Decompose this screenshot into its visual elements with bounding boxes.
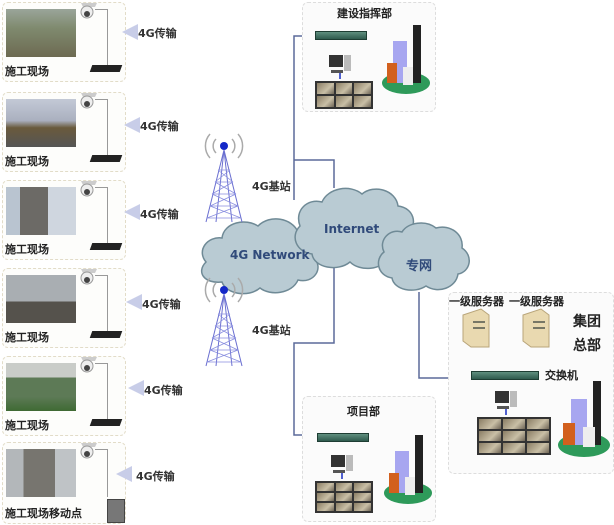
camera-icon xyxy=(77,267,99,289)
office-command: 建设指挥部 xyxy=(302,2,436,112)
server-icon xyxy=(461,307,491,353)
server-icon xyxy=(521,307,551,353)
cell-tower-bottom xyxy=(204,277,244,367)
site-label: 施工现场移动点 xyxy=(5,507,82,520)
office-project-title: 项目部 xyxy=(347,405,380,418)
video-wall-icon xyxy=(477,417,551,455)
site-mobile: 施工现场移动点 xyxy=(2,442,126,524)
signal-wave-icon xyxy=(120,202,142,222)
site-link-label: 4G传输 xyxy=(140,120,179,133)
router-icon xyxy=(89,419,123,426)
site-5: 施工现场 xyxy=(2,356,126,436)
camera-icon xyxy=(77,1,99,23)
office-project: 项目部 xyxy=(302,396,436,522)
site-2: 施工现场 xyxy=(2,92,126,172)
server-2-label: 一级服务器 xyxy=(509,295,564,308)
cell-tower-top xyxy=(204,133,244,223)
camera-icon xyxy=(77,355,99,377)
site-link-label: 4G传输 xyxy=(138,27,177,40)
signal-wave-icon xyxy=(122,292,144,312)
site-label: 施工现场 xyxy=(5,419,49,432)
site-photo xyxy=(6,99,76,147)
site-photo xyxy=(6,187,76,235)
signal-wave-icon xyxy=(118,22,140,42)
office-hq: 一级服务器 一级服务器 集团 总部 交换机 xyxy=(448,292,614,474)
switch-icon xyxy=(315,31,367,40)
signal-wave-icon xyxy=(120,115,142,135)
site-label: 施工现场 xyxy=(5,331,49,344)
buildings-icon xyxy=(381,23,431,99)
cloud-internet-label: Internet xyxy=(324,222,380,236)
office-command-title: 建设指挥部 xyxy=(337,7,392,20)
site-label: 施工现场 xyxy=(5,243,49,256)
signal-wave-icon xyxy=(124,378,146,398)
site-3: 施工现场 xyxy=(2,180,126,260)
cloud-private-network xyxy=(377,222,470,291)
site-photo xyxy=(6,275,76,323)
router-icon xyxy=(89,155,123,162)
site-photo xyxy=(6,9,76,57)
video-wall-icon xyxy=(315,481,373,513)
site-label: 施工现场 xyxy=(5,65,49,78)
camera-icon xyxy=(77,441,99,463)
cloud-4g-network-label: 4G Network xyxy=(230,248,310,262)
hq-title-line2: 总部 xyxy=(573,338,601,354)
site-1: 施工现场 xyxy=(2,2,126,82)
hq-title-line1: 集团 xyxy=(573,314,601,330)
tower-top-label: 4G基站 xyxy=(252,180,291,193)
tower-bottom-label: 4G基站 xyxy=(252,324,291,337)
mobile-terminal-icon xyxy=(107,499,125,523)
site-4: 施工现场 xyxy=(2,268,126,348)
server-1-label: 一级服务器 xyxy=(449,295,504,308)
signal-wave-icon xyxy=(112,464,134,484)
link-internet-up xyxy=(294,159,335,188)
link-project-to-internet xyxy=(293,262,335,436)
video-wall-icon xyxy=(315,81,373,109)
router-icon xyxy=(89,331,123,338)
buildings-icon xyxy=(557,379,611,463)
hq-switch-label: 交换机 xyxy=(545,369,578,382)
cloud-private-label: 专网 xyxy=(406,259,433,274)
site-photo xyxy=(6,363,76,411)
camera-icon xyxy=(77,91,99,113)
site-label: 施工现场 xyxy=(5,155,49,168)
router-icon xyxy=(89,65,123,72)
hq-switch-icon xyxy=(471,371,539,380)
computer-icon xyxy=(329,453,355,483)
site-link-label: 4G传输 xyxy=(140,208,179,221)
computer-icon xyxy=(493,389,519,419)
camera-icon xyxy=(77,179,99,201)
router-icon xyxy=(89,243,123,250)
site-link-label: 4G传输 xyxy=(136,470,175,483)
site-link-label: 4G传输 xyxy=(142,298,181,311)
switch-icon xyxy=(317,433,369,442)
site-photo xyxy=(6,449,76,497)
computer-icon xyxy=(327,53,353,83)
site-link-label: 4G传输 xyxy=(144,384,183,397)
buildings-icon xyxy=(383,433,433,509)
